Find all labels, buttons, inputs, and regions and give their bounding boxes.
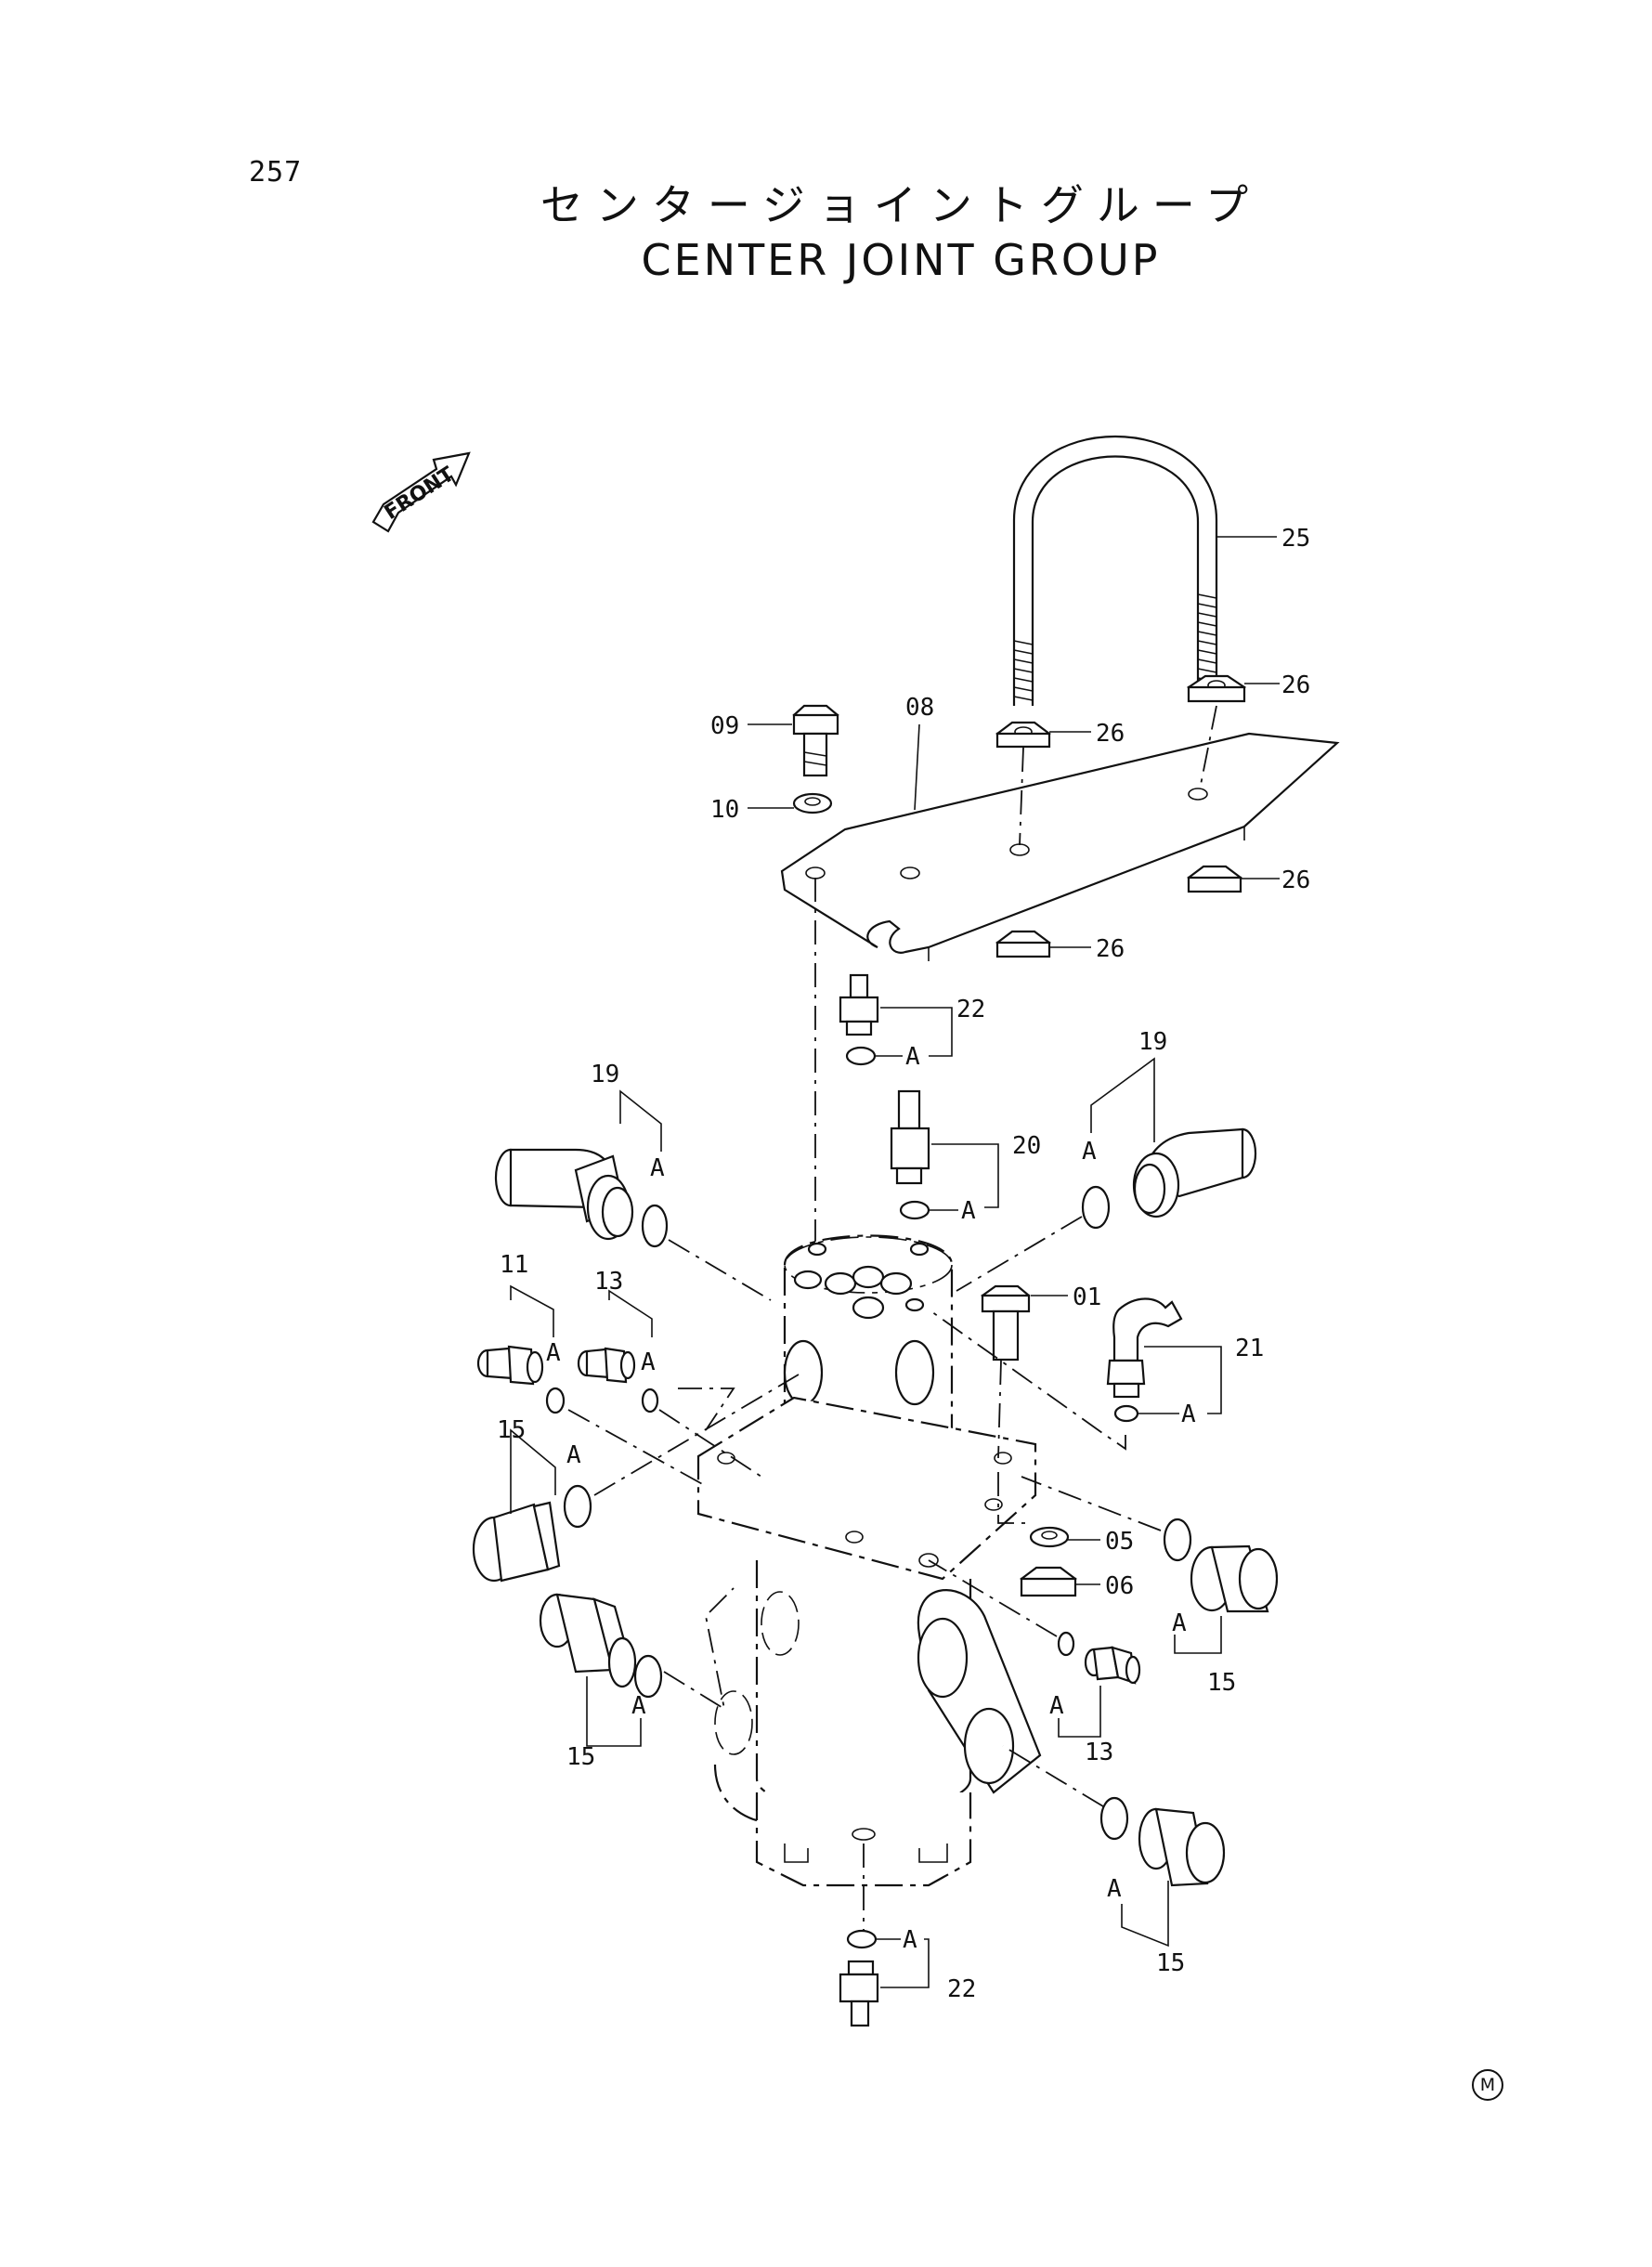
nut-06 bbox=[1020, 1566, 1077, 1597]
title-english: CENTER JOINT GROUP bbox=[641, 235, 1161, 285]
u-bolt bbox=[1012, 435, 1218, 706]
callout-15-right-upper: 15 bbox=[1207, 1669, 1236, 1697]
callout-26-b: 26 bbox=[1096, 720, 1125, 748]
oring-13-right bbox=[1057, 1631, 1075, 1657]
page-number: 257 bbox=[249, 156, 303, 189]
oring-ref-11: A bbox=[546, 1339, 561, 1367]
fitting-22-top bbox=[839, 973, 879, 1036]
callout-08: 08 bbox=[905, 694, 934, 722]
corner-mark: M bbox=[1472, 2069, 1503, 2101]
fitting-20 bbox=[890, 1089, 930, 1185]
callout-19-left: 19 bbox=[591, 1061, 619, 1088]
oring-ref-15-left-upper: A bbox=[566, 1441, 581, 1469]
front-arrow-icon: FRONT bbox=[371, 451, 471, 533]
callout-11: 11 bbox=[500, 1251, 528, 1279]
callout-10: 10 bbox=[710, 796, 739, 824]
elbow-fitting-19-right bbox=[1132, 1127, 1257, 1218]
nut-26-b bbox=[995, 721, 1051, 749]
oring-15-right-upper bbox=[1163, 1518, 1192, 1562]
callout-25: 25 bbox=[1281, 525, 1310, 553]
title-block: センタージョイントグループ CENTER JOINT GROUP bbox=[520, 178, 1281, 288]
callout-05: 05 bbox=[1105, 1528, 1134, 1556]
callout-13-left: 13 bbox=[594, 1268, 623, 1296]
oring-13-left bbox=[641, 1388, 659, 1414]
oring-ref-13-left: A bbox=[641, 1348, 656, 1376]
title-japanese: センタージョイントグループ bbox=[540, 180, 1262, 230]
elbow-fitting-19-left bbox=[494, 1148, 634, 1241]
oring-21 bbox=[1113, 1404, 1139, 1423]
washer-05 bbox=[1029, 1526, 1070, 1548]
oring-ref-15-right-upper: A bbox=[1172, 1609, 1187, 1637]
callout-26-c: 26 bbox=[1281, 866, 1310, 894]
oring-ref-19-left: A bbox=[650, 1154, 665, 1182]
fitting-15-right-lower bbox=[1138, 1807, 1226, 1887]
oring-ref-13-right: A bbox=[1049, 1692, 1064, 1720]
callout-15-right-lower: 15 bbox=[1156, 1949, 1185, 1977]
callout-22-bottom: 22 bbox=[947, 1975, 976, 2003]
oring-ref-22-top: A bbox=[905, 1043, 920, 1071]
bolt-09 bbox=[792, 704, 839, 777]
oring-ref-15-right-lower: A bbox=[1107, 1875, 1122, 1903]
washer-10 bbox=[792, 792, 833, 814]
nut-26-c bbox=[1187, 865, 1242, 893]
callout-09: 09 bbox=[710, 712, 739, 740]
callout-01: 01 bbox=[1073, 1283, 1101, 1311]
oring-ref-22-bottom: A bbox=[903, 1926, 917, 1954]
fitting-13-right bbox=[1084, 1646, 1141, 1685]
fitting-15-right-upper bbox=[1190, 1544, 1279, 1613]
callout-22-top: 22 bbox=[956, 996, 985, 1023]
fitting-22-bottom bbox=[839, 1960, 879, 2027]
bolt-01 bbox=[981, 1284, 1031, 1362]
oring-ref-15-left-lower: A bbox=[631, 1692, 646, 1720]
nut-26-a bbox=[1187, 674, 1246, 703]
fitting-15-left-lower bbox=[539, 1593, 637, 1688]
oring-15-right-lower bbox=[1099, 1796, 1129, 1841]
callout-19-right: 19 bbox=[1138, 1028, 1167, 1056]
front-arrow-label: FRONT bbox=[381, 463, 459, 525]
oring-15-left-upper bbox=[563, 1484, 592, 1529]
callout-21: 21 bbox=[1235, 1335, 1264, 1362]
callout-26-d: 26 bbox=[1096, 935, 1125, 963]
oring-20 bbox=[899, 1200, 930, 1220]
callout-06: 06 bbox=[1105, 1572, 1134, 1600]
callout-13-right: 13 bbox=[1085, 1739, 1113, 1766]
oring-ref-20: A bbox=[961, 1197, 976, 1225]
elbow-fitting-21 bbox=[1106, 1297, 1183, 1399]
oring-22-bottom bbox=[846, 1929, 878, 1949]
fitting-13-left bbox=[577, 1347, 636, 1384]
oring-19-right bbox=[1081, 1185, 1111, 1230]
oring-15-left-lower bbox=[633, 1654, 663, 1699]
fitting-11 bbox=[476, 1345, 544, 1386]
nut-26-d bbox=[995, 930, 1051, 958]
oring-ref-21: A bbox=[1181, 1401, 1196, 1428]
callout-26-a: 26 bbox=[1281, 671, 1310, 699]
oring-ref-19-right: A bbox=[1082, 1138, 1097, 1166]
fitting-15-left-upper bbox=[472, 1501, 561, 1583]
oring-19-left bbox=[641, 1204, 669, 1248]
oring-22-top bbox=[845, 1046, 877, 1066]
bracket-plate bbox=[780, 732, 1340, 961]
oring-11 bbox=[545, 1387, 566, 1414]
callout-20: 20 bbox=[1012, 1132, 1041, 1160]
callout-15-left-lower: 15 bbox=[566, 1743, 595, 1771]
center-joint-body bbox=[696, 1234, 1042, 1887]
callout-15-left-upper: 15 bbox=[497, 1416, 526, 1444]
